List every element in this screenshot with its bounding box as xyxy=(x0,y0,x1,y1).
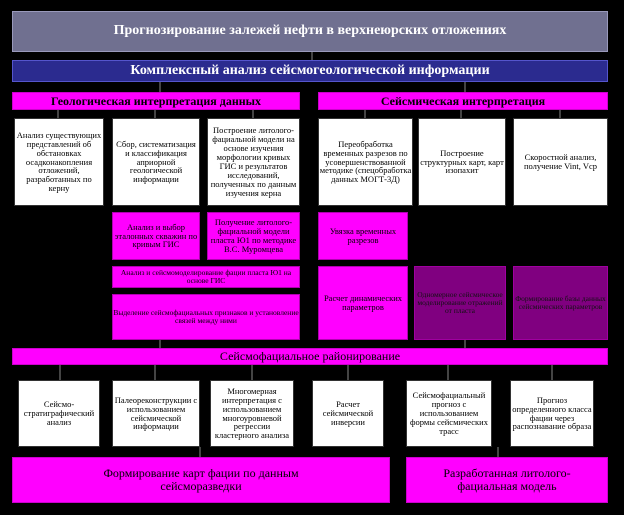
geo-box-litho-model: Построение литолого-фациальной модели на… xyxy=(207,118,300,206)
geo-box-2-text: Сбор, систематизация и классификация апр… xyxy=(116,138,196,185)
bottom-box-pattern-recognition: Прогноз определенного класса фации через… xyxy=(510,380,594,447)
complex-analysis-header: Комплексный анализ сейсмогеологической и… xyxy=(12,60,608,82)
geo-box-data-collection: Сбор, систематизация и классификация апр… xyxy=(112,118,200,206)
seis-box-1-text: Переобработка временных разрезов по усов… xyxy=(319,138,412,185)
seis-box-database: Формирование базы данных сейсмических па… xyxy=(513,266,608,340)
seis-box-section-tie: Увязка временных разрезов xyxy=(318,212,408,260)
seis-box-reprocessing: Переобработка временных разрезов по усов… xyxy=(318,118,413,206)
geo-interpretation-header: Геологическая интерпретация данных xyxy=(12,92,300,110)
seis-box-2-text: Построение структурных карт, карт изопах… xyxy=(420,147,504,176)
complex-text: Комплексный анализ сейсмогеологической и… xyxy=(130,62,490,78)
title-text: Прогнозирование залежей нефти в верхнеюр… xyxy=(113,23,507,39)
seis-header-text: Сейсмическая интерпретация xyxy=(380,93,546,108)
bottom-box-4-text: Расчет сейсмической инверсии xyxy=(322,399,374,427)
seis-row2-text: Увязка временных разрезов xyxy=(329,226,397,245)
seis-box-dynamic-params: Расчет динамических параметров xyxy=(318,266,408,340)
seis-box-velocity-analysis: Скоростной анализ, получение Vint, Vср xyxy=(513,118,608,206)
final-2-text: Разработанная литолого-фациальная модель xyxy=(443,466,571,493)
bottom-box-trace-shape: Сейсмофациальный прогноз с использование… xyxy=(406,380,492,447)
seis-interpretation-header: Сейсмическая интерпретация xyxy=(318,92,608,110)
bottom-box-2-text: Палеореконструкции с использованием сейс… xyxy=(114,394,198,432)
geo-row2-2-text: Получение литолого-фациальной модели пла… xyxy=(210,217,297,254)
bottom-box-multivariate: Многомерная интерпретация с использовани… xyxy=(210,380,294,447)
geo-box-3-text: Построение литолого-фациальной модели на… xyxy=(210,125,297,198)
geo-row2-1-text: Анализ и выбор эталонных скважин по крив… xyxy=(114,221,198,250)
bottom-box-inversion: Расчет сейсмической инверсии xyxy=(312,380,384,447)
geo-box-facies-features: Выделение сейсмофациальных признаков и у… xyxy=(112,294,300,340)
seis-box-1d-modelling: Одномерное сейсмическое моделирование от… xyxy=(414,266,506,340)
seis-box-structural-maps: Построение структурных карт, карт изопах… xyxy=(418,118,506,206)
bottom-box-paleo: Палеореконструкции с использованием сейс… xyxy=(112,380,200,447)
seis-row3-1-text: Расчет динамических параметров xyxy=(323,293,403,312)
bottom-box-1-text: Сейсмо-стратиграфический анализ xyxy=(23,399,95,427)
zoning-text: Сейсмофациальное районирование xyxy=(219,349,401,364)
geo-header-text: Геологическая интерпретация данных xyxy=(50,93,262,108)
geo-box-core-analysis: Анализ существующих представлений об обс… xyxy=(14,118,104,206)
bottom-box-3-text: Многомерная интерпретация с использовани… xyxy=(214,385,290,441)
bottom-box-5-text: Сейсмофациальный прогноз с использование… xyxy=(410,390,488,436)
final-litho-facies-model: Разработанная литолого-фациальная модель xyxy=(406,457,608,503)
geo-box-reference-wells: Анализ и выбор эталонных скважин по крив… xyxy=(112,212,200,260)
geo-row4-text: Выделение сейсмофациальных признаков и у… xyxy=(113,308,299,325)
page-title: Прогнозирование залежей нефти в верхнеюр… xyxy=(12,11,608,52)
geo-box-facies-model: Получение литолого-фациальной модели пла… xyxy=(207,212,300,260)
seis-row3-2-text: Одномерное сейсмическое моделирование от… xyxy=(417,290,503,315)
geo-row3-text: Анализ и сейсмомоделирование фации пласт… xyxy=(120,268,292,285)
bottom-box-stratigraphy: Сейсмо-стратиграфический анализ xyxy=(18,380,100,447)
bottom-box-6-text: Прогноз определенного класса фации через… xyxy=(512,394,592,432)
final-facies-maps: Формирование карт фации по данным сейсмо… xyxy=(12,457,390,503)
seismofacies-zoning-bar: Сейсмофациальное районирование xyxy=(12,348,608,365)
geo-box-1-text: Анализ существующих представлений об обс… xyxy=(16,129,102,194)
seis-row3-3-text: Формирование базы данных сейсмических па… xyxy=(515,294,606,311)
seis-box-3-text: Скоростной анализ, получение Vint, Vср xyxy=(523,152,598,171)
final-1-text: Формирование карт фации по данным сейсмо… xyxy=(103,466,299,493)
geo-box-seismic-modelling: Анализ и сейсмомоделирование фации пласт… xyxy=(112,266,300,288)
